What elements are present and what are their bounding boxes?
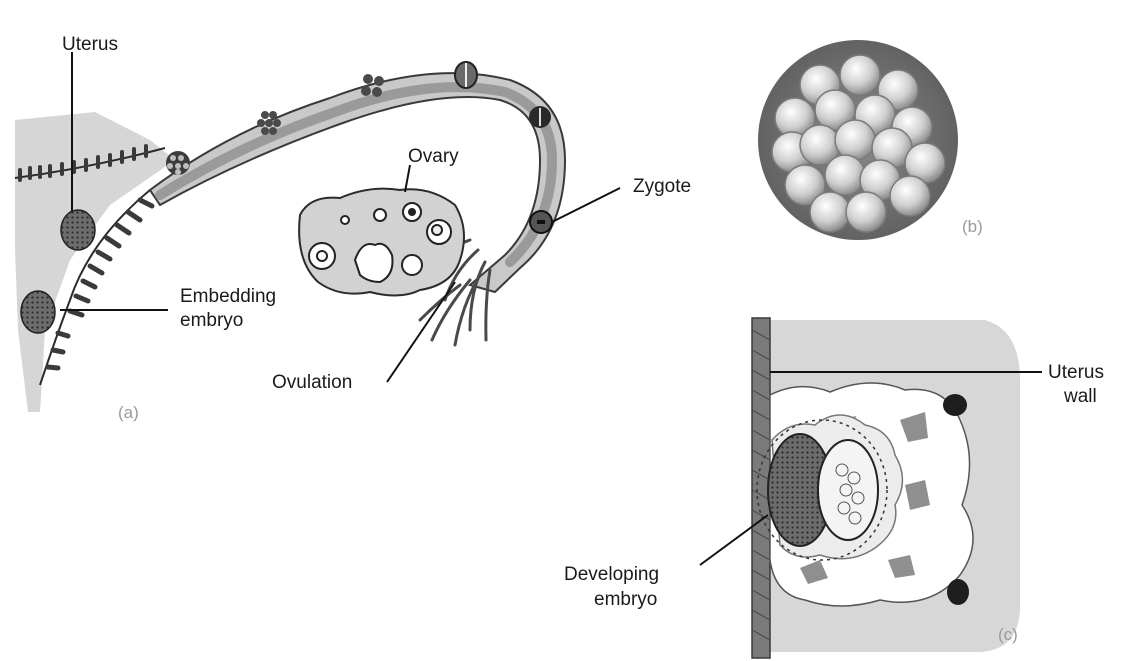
label-uterus-wall-2: wall	[1063, 386, 1097, 407]
label-developing-1: Developing	[564, 564, 659, 585]
morula	[166, 151, 190, 175]
early-zygote	[529, 106, 551, 128]
panel-label-b: (b)	[962, 217, 983, 236]
embedding-embryo-shape	[21, 291, 55, 333]
panel-c: Uterus wall Developing embryo (c)	[564, 318, 1104, 658]
label-embedding-2: embryo	[180, 310, 243, 331]
panel-label-a: (a)	[118, 403, 139, 422]
label-uterus-wall-1: Uterus	[1048, 362, 1104, 383]
label-developing-2: embryo	[594, 589, 657, 610]
panel-a: Uterus Ovary Zygote Embedding embryo Ovu…	[15, 34, 691, 422]
ovulation-leader	[387, 282, 455, 382]
label-ovary: Ovary	[408, 146, 459, 167]
blastocyst	[757, 415, 903, 560]
panel-label-c: (c)	[998, 625, 1018, 644]
label-zygote: Zygote	[633, 176, 691, 197]
embryo-in-uterus	[61, 210, 95, 250]
ovary-leader	[405, 165, 410, 192]
panel-b: (b)	[758, 40, 983, 240]
two-cell-stage	[455, 62, 477, 88]
uterus-shape	[15, 112, 175, 412]
label-ovulation: Ovulation	[272, 372, 352, 393]
label-embedding-1: Embedding	[180, 286, 276, 307]
zygote-cell	[530, 211, 552, 233]
label-uterus: Uterus	[62, 34, 118, 55]
